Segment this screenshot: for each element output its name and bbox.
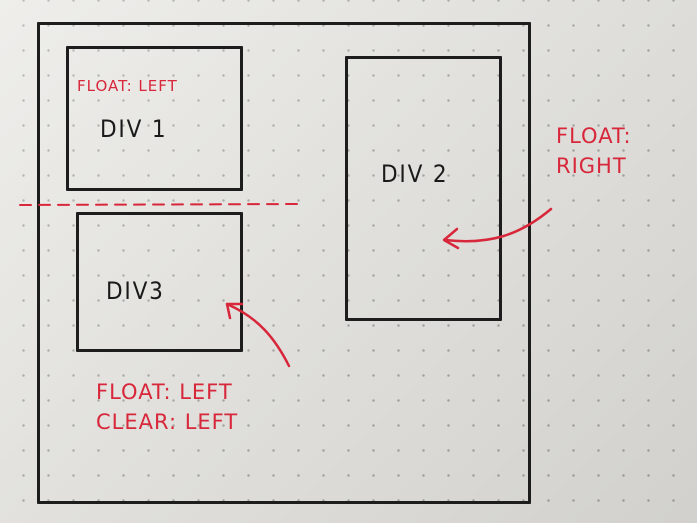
arrow-to-div3-head — [225, 302, 244, 320]
div2-box — [345, 56, 502, 321]
div3-box — [76, 212, 243, 352]
div1-float-note: FLOAT: LEFT — [77, 77, 178, 95]
div2-float-note: FLOAT: RIGHT — [556, 121, 632, 181]
arrow-to-div3 — [227, 303, 291, 368]
arrow-to-div2 — [443, 207, 553, 243]
div2-label: DIV 2 — [381, 160, 449, 188]
div3-float-note-line-2: CLEAR: LEFT — [96, 410, 239, 434]
div1-label: DIV 1 — [100, 115, 168, 143]
div3-label: DIV3 — [106, 277, 165, 305]
div3-float-note: FLOAT: LEFT CLEAR: LEFT — [96, 377, 238, 437]
div2-float-note-line-2: RIGHT — [556, 154, 627, 178]
div3-float-note-line-1: FLOAT: LEFT — [96, 380, 233, 404]
clear-dashed-line — [19, 203, 299, 206]
div1-box — [66, 46, 243, 191]
div2-float-note-line-1: FLOAT: — [556, 124, 632, 148]
arrow-to-div2-head — [442, 227, 460, 250]
outer-container-box — [37, 22, 531, 504]
